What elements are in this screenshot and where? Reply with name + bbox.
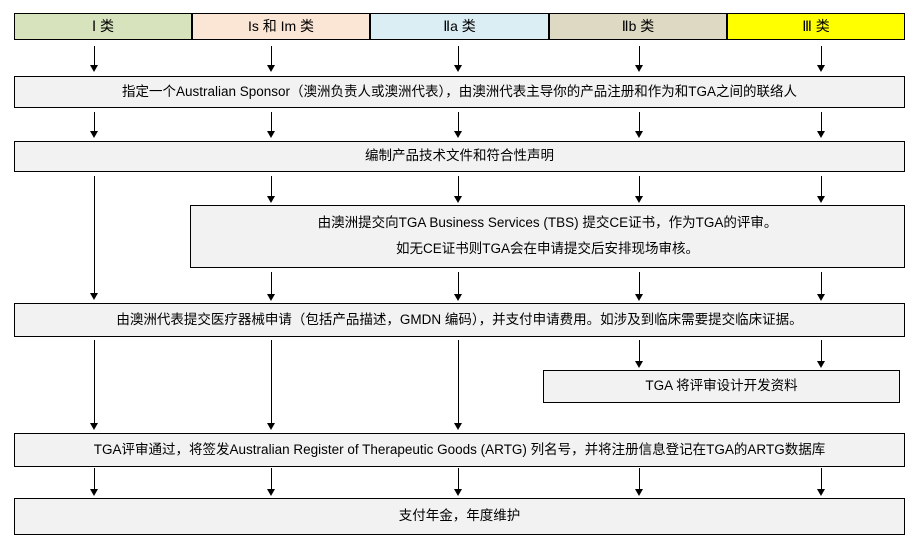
- step-technical-file: 编制产品技术文件和符合性声明: [14, 141, 905, 172]
- flow-arrow: [817, 176, 826, 203]
- step-text-line2: 如无CE证书则TGA会在申请提交后安排现场审核。: [395, 241, 699, 257]
- flow-arrow: [817, 340, 826, 368]
- arrow-down-icon: [817, 489, 825, 496]
- category-label: Ⅱa 类: [443, 17, 476, 34]
- step-text: 指定一个Australian Sponsor（澳洲负责人或澳洲代表），由澳洲代表…: [121, 83, 798, 99]
- arrow-down-icon: [454, 196, 462, 203]
- step-text: 支付年金，年度维护: [398, 508, 521, 524]
- flow-arrow: [90, 468, 99, 496]
- flow-arrow: [817, 468, 826, 496]
- category-box-class-i: Ⅰ 类: [14, 13, 192, 40]
- flow-arrow: [267, 272, 276, 301]
- flow-arrow: [454, 272, 463, 301]
- flow-arrow: [90, 112, 99, 138]
- arrow-down-icon: [267, 423, 275, 430]
- flow-arrow: [454, 112, 463, 138]
- arrow-down-icon: [90, 131, 98, 138]
- flow-arrow: [635, 340, 644, 368]
- step-text: TGA评审通过，将签发Australian Register of Therap…: [93, 441, 826, 457]
- flow-arrow: [817, 272, 826, 301]
- category-box-class-iia: Ⅱa 类: [370, 13, 549, 40]
- arrow-down-icon: [267, 294, 275, 301]
- flow-arrow: [635, 272, 644, 301]
- arrow-down-icon: [635, 196, 643, 203]
- category-box-class-is-im: Is 和 Im 类: [192, 13, 370, 40]
- arrow-down-icon: [817, 131, 825, 138]
- arrow-down-icon: [90, 489, 98, 496]
- step-device-application: 由澳洲代表提交医疗器械申请（包括产品描述，GMDN 编码），并支付申请费用。如涉…: [14, 303, 905, 337]
- arrow-down-icon: [635, 361, 643, 368]
- arrow-down-icon: [454, 131, 462, 138]
- step-annual-fee: 支付年金，年度维护: [14, 498, 905, 535]
- category-label: Ⅰ 类: [91, 17, 115, 34]
- arrow-down-icon: [635, 294, 643, 301]
- flow-arrow: [454, 340, 463, 430]
- arrow-down-icon: [454, 423, 462, 430]
- flow-arrow: [267, 340, 276, 430]
- step-australian-sponsor: 指定一个Australian Sponsor（澳洲负责人或澳洲代表），由澳洲代表…: [14, 76, 905, 108]
- step-text: TGA 将评审设计开发资料: [645, 378, 798, 394]
- flow-arrow: [267, 112, 276, 138]
- arrow-down-icon: [454, 294, 462, 301]
- flow-arrow: [90, 176, 99, 300]
- flow-arrow: [90, 46, 99, 72]
- flow-arrow: [454, 468, 463, 496]
- flow-arrow: [267, 176, 276, 203]
- arrow-down-icon: [817, 294, 825, 301]
- category-label: Ⅲ 类: [802, 17, 830, 34]
- flow-arrow: [635, 46, 644, 72]
- flow-arrow: [817, 112, 826, 138]
- arrow-down-icon: [635, 65, 643, 72]
- category-label: Is 和 Im 类: [247, 17, 315, 34]
- arrow-down-icon: [267, 196, 275, 203]
- step-artg-listing: TGA评审通过，将签发Australian Register of Therap…: [14, 433, 905, 467]
- arrow-down-icon: [267, 489, 275, 496]
- arrow-down-icon: [635, 131, 643, 138]
- flow-arrow: [635, 112, 644, 138]
- arrow-down-icon: [817, 361, 825, 368]
- arrow-down-icon: [90, 65, 98, 72]
- arrow-down-icon: [90, 293, 98, 300]
- flow-arrow: [267, 468, 276, 496]
- flow-arrow: [90, 340, 99, 430]
- flow-arrow: [817, 46, 826, 72]
- arrow-down-icon: [817, 196, 825, 203]
- category-box-class-iii: Ⅲ 类: [727, 13, 905, 40]
- flow-arrow: [454, 176, 463, 203]
- arrow-down-icon: [454, 489, 462, 496]
- step-text-line1: 由澳洲提交向TGA Business Services (TBS) 提交CE证书…: [317, 214, 778, 230]
- flow-arrow: [267, 46, 276, 72]
- step-tbs-ce-certificate: 由澳洲提交向TGA Business Services (TBS) 提交CE证书…: [190, 205, 905, 268]
- category-label: Ⅱb 类: [621, 17, 655, 34]
- flow-arrow: [635, 468, 644, 496]
- flow-arrow: [635, 176, 644, 203]
- arrow-down-icon: [635, 489, 643, 496]
- step-text: 编制产品技术文件和符合性声明: [365, 148, 554, 164]
- arrow-down-icon: [267, 65, 275, 72]
- flow-arrow: [454, 46, 463, 72]
- arrow-down-icon: [817, 65, 825, 72]
- arrow-down-icon: [454, 65, 462, 72]
- step-design-dossier-review: TGA 将评审设计开发资料: [543, 370, 900, 403]
- arrow-down-icon: [90, 423, 98, 430]
- arrow-down-icon: [267, 131, 275, 138]
- step-text: 由澳洲代表提交医疗器械申请（包括产品描述，GMDN 编码），并支付申请费用。如涉…: [116, 311, 803, 327]
- category-box-class-iib: Ⅱb 类: [549, 13, 727, 40]
